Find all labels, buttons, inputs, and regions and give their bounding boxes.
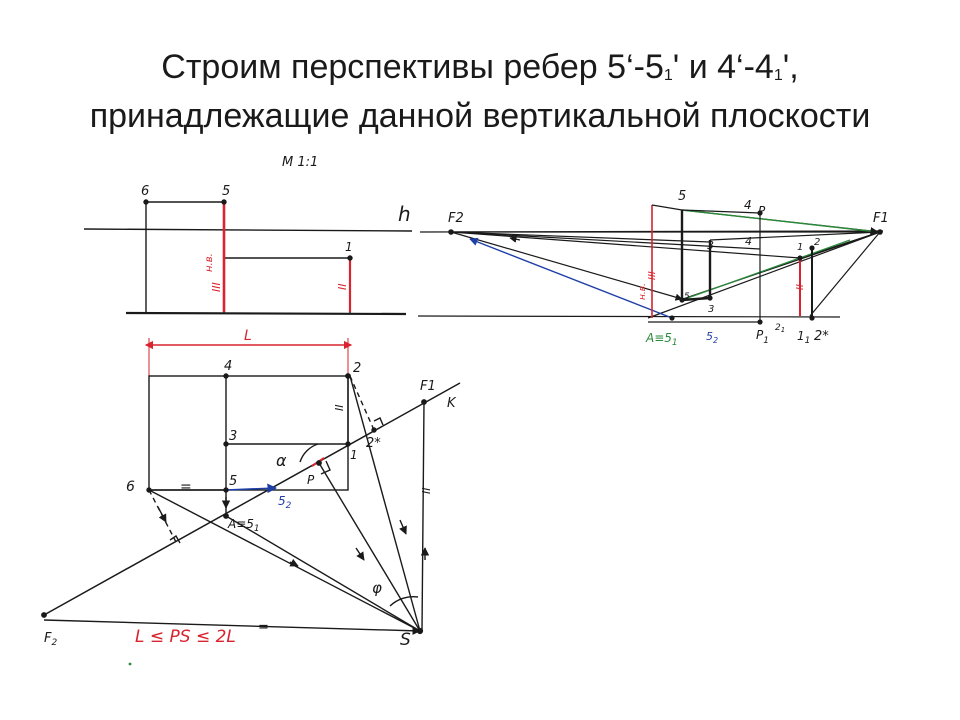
angle-alpha-arc	[299, 443, 319, 463]
plan-label-3: 3	[229, 429, 237, 444]
persp-label-41: 4	[745, 235, 752, 248]
sight-A-S	[225, 515, 421, 632]
persp-tick-2: II	[795, 284, 806, 290]
slide-title: Строим перспективы ребер 5‘-51' и 4‘-41'…	[0, 46, 960, 137]
plan-label-1: 1	[350, 448, 358, 462]
plan-label-5: 5	[229, 474, 237, 489]
persp-tick-3: III	[647, 271, 658, 280]
persp-label-hv: н.в.	[638, 283, 648, 300]
persp-label-P: P	[758, 204, 766, 218]
plan-label-F1: F1	[420, 379, 436, 394]
title-line-1: Строим перспективы ребер 5‘-51' и 4‘-41'…	[161, 48, 799, 86]
plan-tick-F1S: II	[420, 488, 433, 495]
plan-view	[41, 338, 461, 635]
persp-label-P1: P1	[756, 328, 769, 346]
persp-label-F1: F1	[873, 211, 889, 226]
plan-label-A51: A≡51	[227, 517, 260, 534]
persp-label-21: 21	[775, 323, 785, 334]
picture-plane-K	[43, 382, 461, 616]
plan-label-P: P	[307, 473, 315, 487]
horizon-mark: h	[398, 202, 411, 226]
plan-condition: L ≤ PS ≤ 2L	[135, 627, 236, 647]
sight-P-S	[318, 462, 421, 632]
persp-label-51: 5	[684, 292, 690, 302]
front-view	[83, 199, 413, 316]
sight-2-S	[349, 375, 421, 632]
plan-label-4: 4	[224, 359, 232, 374]
plan-label-S: S	[400, 630, 411, 650]
front-label-6: 6	[141, 184, 149, 199]
plan-blue-arrow	[225, 483, 277, 494]
front-point-6	[143, 199, 149, 205]
plan-label-F2: F2	[44, 631, 57, 648]
plan-label-K: K	[447, 396, 457, 411]
plan-eq: =	[180, 479, 192, 495]
front-low-block	[224, 257, 351, 313]
persp-label-F2: F2	[448, 211, 464, 226]
front-label-1: 1	[345, 240, 353, 254]
front-ground-line	[125, 311, 407, 316]
persp-label-11: 11	[797, 329, 810, 346]
plan-label-L: L	[244, 328, 252, 344]
plan-label-2: 2	[353, 361, 361, 376]
persp-label-52: 52	[706, 330, 718, 345]
persp-label-31: 3	[708, 304, 714, 315]
persp-label-A51: A≡51	[645, 331, 678, 348]
scale-label: M 1:1	[282, 155, 318, 170]
persp-label-2: 2	[814, 237, 820, 248]
persp-label-5: 5	[678, 189, 686, 204]
line-F2-S	[43, 619, 421, 635]
plan-tick-2: II	[333, 405, 346, 412]
front-tick-2: II	[336, 284, 349, 291]
plan-label-2star: 2*	[366, 436, 381, 451]
persp-label-3: 3	[707, 239, 714, 252]
front-horizon-line	[83, 228, 413, 232]
plan-label-6: 6	[126, 479, 135, 495]
persp-label-4: 4	[744, 198, 752, 212]
sight-6-S	[148, 489, 421, 632]
plan-label-5-2: 52	[278, 494, 292, 511]
title-line-2: принадлежащие данной вертикальной плоско…	[89, 97, 871, 135]
front-point-5	[221, 199, 227, 205]
front-label-hv: н.в.	[204, 253, 215, 272]
front-label-5: 5	[222, 184, 230, 199]
persp-label-2star: 2*	[814, 329, 829, 344]
plan-outer-rect	[148, 375, 349, 491]
angle-phi-arc	[389, 595, 419, 607]
plan-label-alpha: α	[276, 451, 287, 470]
plan-eq-F2S: =	[258, 620, 269, 635]
line-F1-S	[421, 401, 425, 631]
perspective-view	[417, 204, 884, 325]
front-point-1	[347, 255, 353, 261]
plan-label-phi: φ	[372, 579, 382, 597]
front-tick-3: III	[210, 282, 223, 292]
persp-ground-line	[417, 315, 841, 318]
persp-label-1: 1	[797, 242, 803, 253]
